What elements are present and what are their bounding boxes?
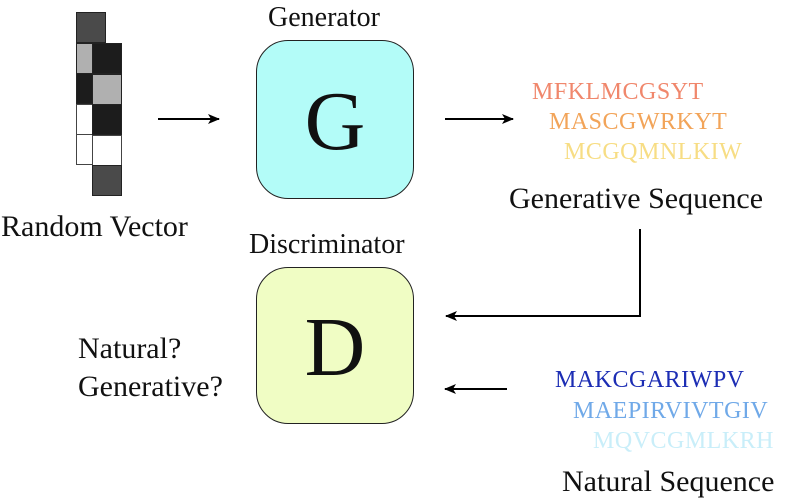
discriminator-question-generative: Generative? [78, 370, 223, 403]
generative-sequence-1: MFKLMCGSYT [532, 79, 704, 105]
discriminator-question-natural: Natural? [78, 332, 182, 365]
discriminator-letter: D [304, 300, 366, 394]
generator-letter: G [304, 74, 366, 168]
natural-sequence-1: MAKCGARIWPV [555, 367, 745, 393]
random-vector-cell [92, 134, 122, 166]
natural-sequence-3: MQVCGMLKRH [593, 428, 775, 454]
random-vector-cell [92, 73, 122, 105]
generative-to-discriminator-arrow [445, 229, 641, 321]
random-vector-cell [76, 12, 106, 44]
generative-sequence-label: Generative Sequence [509, 182, 764, 215]
generative-sequence-3: MCGQMNLKIW [564, 139, 743, 165]
generator-box: G [256, 40, 414, 199]
random-vector-cell [92, 43, 122, 75]
random-vector-label: Random Vector [1, 210, 188, 243]
random-vector-cell [92, 165, 122, 197]
discriminator-title: Discriminator [249, 229, 405, 260]
generative-sequence-2: MASCGWRKYT [549, 109, 728, 135]
natural-sequence-2: MAEPIRVIVTGIV [573, 398, 769, 424]
generator-title: Generator [268, 2, 380, 33]
random-vector-cell [92, 104, 122, 136]
natural-sequence-label: Natural Sequence [562, 465, 775, 498]
discriminator-box: D [256, 267, 414, 424]
